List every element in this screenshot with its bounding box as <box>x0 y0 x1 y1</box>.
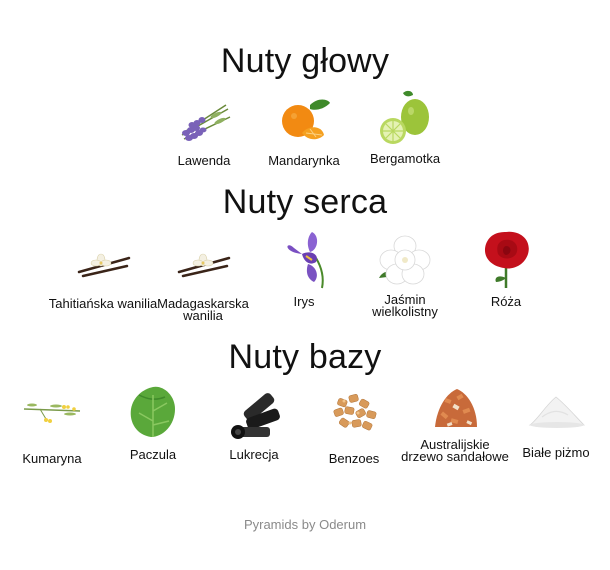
note-iris: Irys <box>249 228 359 308</box>
note-label: Kumaryna <box>22 451 82 466</box>
note-white-musk: Białe piżmo <box>501 385 610 459</box>
note-mandarin: Mandarynka <box>249 95 359 167</box>
note-label: Jaśmin wielkolistny <box>372 292 438 319</box>
note-australian-sandalwood: Australijskie drzewo sandałowe <box>400 379 510 463</box>
note-label: Bergamotka <box>369 151 441 166</box>
vanilla-icon <box>171 236 235 290</box>
note-label: Madagaskarska wanilia <box>157 296 249 323</box>
vanilla-icon <box>71 236 135 290</box>
note-label: Lukrecja <box>229 447 279 462</box>
note-label: Paczula <box>129 447 177 462</box>
note-patchouli: Paczula <box>98 381 208 461</box>
note-rose: Róża <box>451 228 561 308</box>
note-label: Białe piżmo <box>522 445 590 460</box>
note-label: Mandarynka <box>268 153 340 168</box>
note-label: Australijskie drzewo sandałowe <box>401 437 509 464</box>
note-benzoin: Benzoes <box>299 385 409 465</box>
tonka-sprig-icon <box>20 385 84 439</box>
note-tahitian-vanilla: Tahitiańska wanilia <box>48 236 158 310</box>
note-lavender: Lawenda <box>149 95 259 167</box>
rose-icon <box>474 228 538 290</box>
note-label: Benzoes <box>328 451 380 466</box>
patchouli-leaf-icon <box>121 381 185 443</box>
benzoin-icon <box>322 385 386 439</box>
section-title-top-notes: Nuty głowy <box>220 42 390 80</box>
note-madagascar-vanilla: Madagaskarska wanilia <box>148 236 258 322</box>
footer-credit: Pyramids by Oderum <box>243 517 367 532</box>
note-jasmine: Jaśmin wielkolistny <box>350 230 460 318</box>
note-label: Tahitiańska wanilia <box>48 296 158 311</box>
section-title-heart-notes: Nuty serca <box>222 183 388 221</box>
white-musk-icon <box>524 385 588 439</box>
section-title-base-notes: Nuty bazy <box>228 338 382 376</box>
lavender-icon <box>172 95 236 149</box>
note-label: Irys <box>293 294 315 309</box>
note-bergamot: Bergamotka <box>350 89 460 165</box>
note-label: Lawenda <box>177 153 231 168</box>
iris-icon <box>272 228 336 290</box>
jasmine-icon <box>373 230 437 290</box>
note-licorice: Lukrecja <box>199 381 309 461</box>
bergamot-icon <box>373 89 437 149</box>
mandarin-icon <box>272 95 336 149</box>
note-coumarin: Kumaryna <box>0 385 107 465</box>
sandalwood-icon <box>423 379 487 441</box>
note-label: Róża <box>490 294 522 309</box>
licorice-icon <box>222 381 286 443</box>
